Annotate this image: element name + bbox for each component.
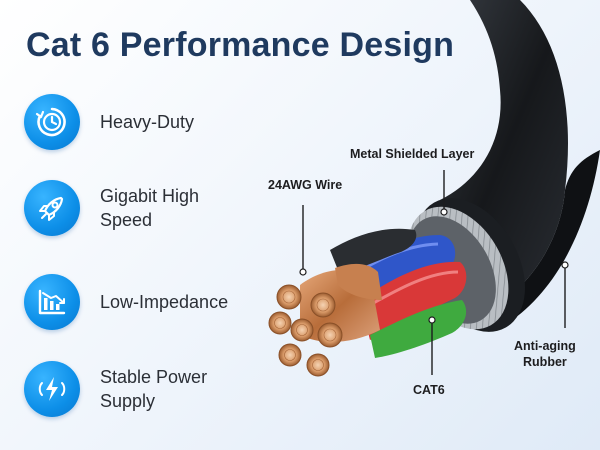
wire-orange bbox=[330, 228, 417, 275]
feature-label: Stable Power Supply bbox=[100, 367, 208, 411]
callout-metal-shield: Metal Shielded Layer bbox=[350, 147, 475, 161]
stopwatch-icon bbox=[24, 94, 80, 150]
feature-label: Heavy-Duty bbox=[100, 112, 195, 132]
copper-strand-ends bbox=[268, 284, 343, 377]
feature-low-impedance: Low-Impedance bbox=[24, 274, 228, 330]
feature-stable-power: Stable Power Supply bbox=[24, 361, 207, 417]
rocket-icon bbox=[24, 180, 80, 236]
feature-gigabit-speed: Gigabit High Speed bbox=[24, 180, 199, 236]
wire-red bbox=[360, 261, 467, 340]
page-title: Cat 6 Performance Design bbox=[26, 26, 455, 64]
lightning-waves-icon bbox=[24, 361, 80, 417]
feature-label: Gigabit High Speed bbox=[100, 186, 200, 230]
feature-label: Low-Impedance bbox=[100, 292, 229, 312]
callout-category: CAT6 bbox=[413, 383, 445, 397]
callout-wire-gauge: 24AWG Wire bbox=[268, 178, 343, 192]
feature-heavy-duty: Heavy-Duty bbox=[24, 94, 194, 150]
descending-bars-icon bbox=[24, 274, 80, 330]
wire-green bbox=[370, 300, 467, 358]
callout-jacket: Anti-aging Rubber bbox=[514, 339, 576, 369]
